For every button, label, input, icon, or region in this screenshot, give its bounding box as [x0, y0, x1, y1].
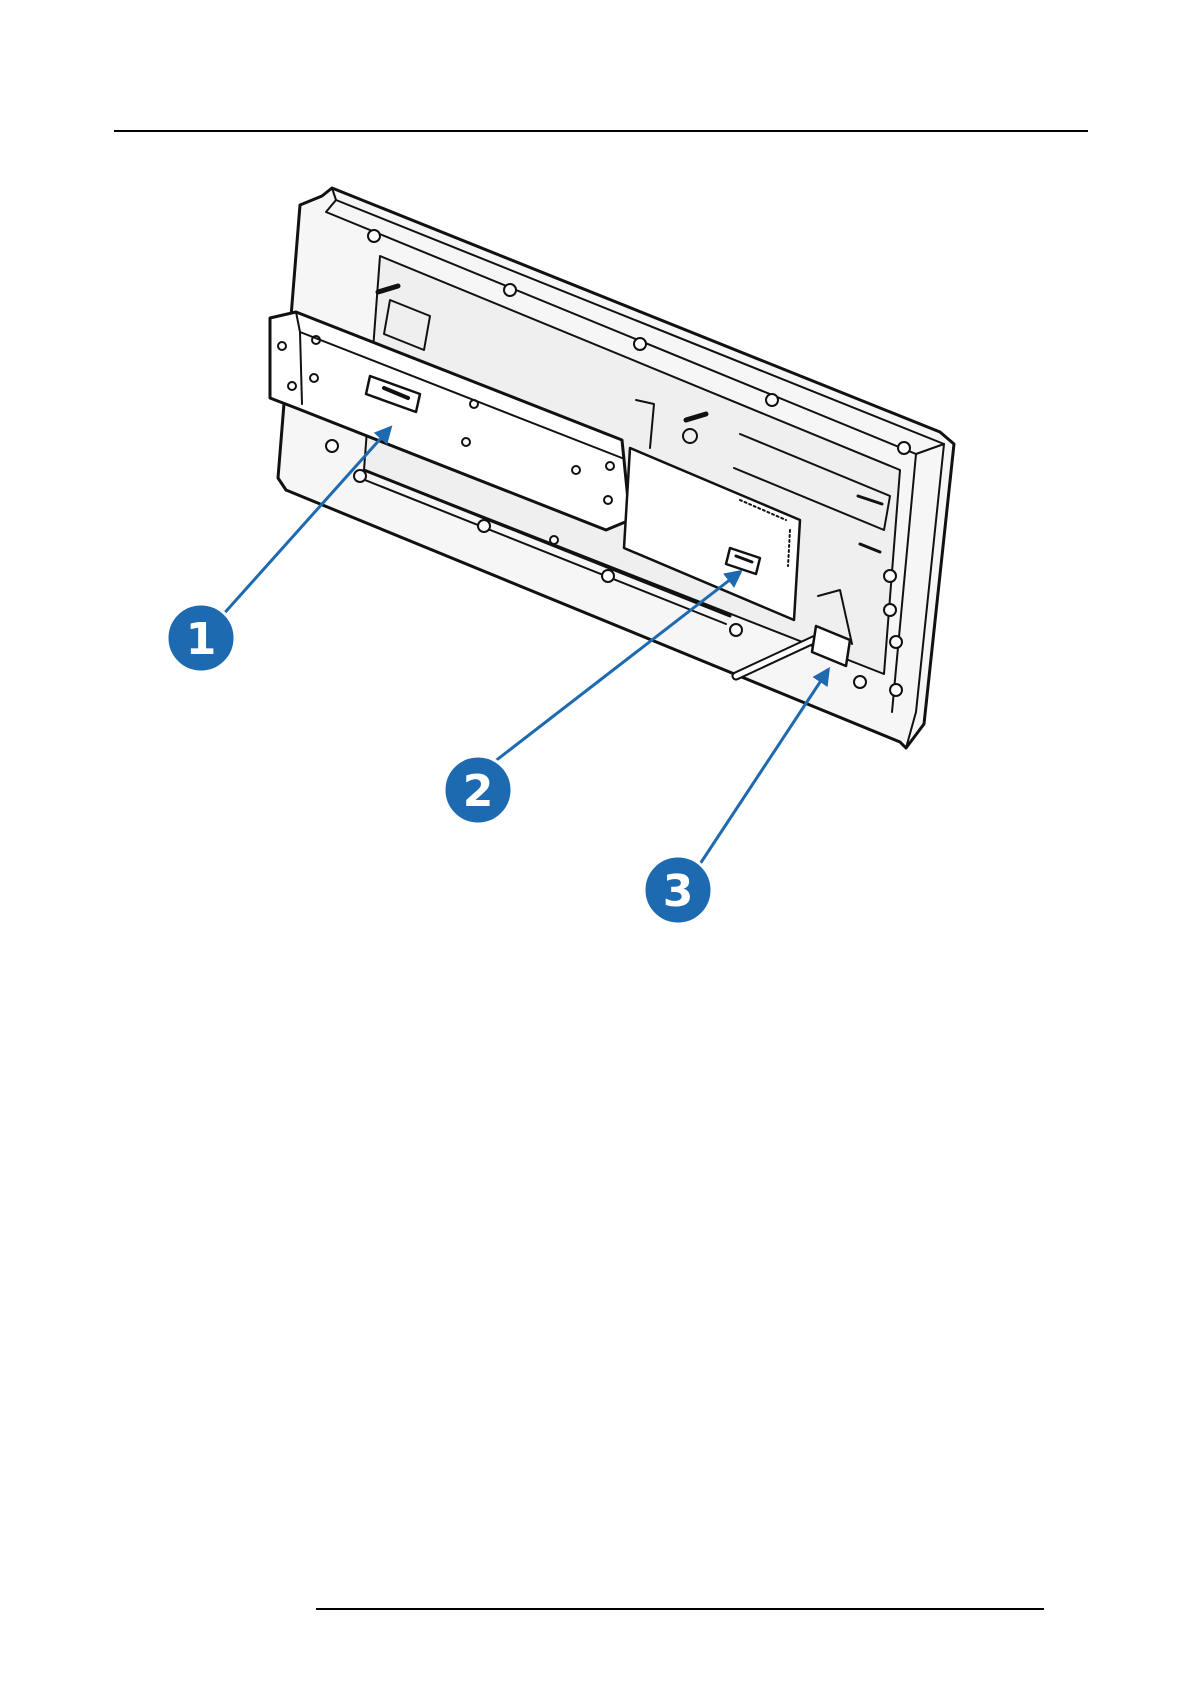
- callout-1: 1: [167, 604, 235, 672]
- footer-rule: [316, 1608, 1044, 1610]
- callout-2: 2: [444, 756, 512, 824]
- callout-1-number: 1: [186, 614, 217, 665]
- callout-3-number: 3: [663, 866, 694, 917]
- arrow-3: [700, 670, 828, 864]
- callout-3: 3: [644, 856, 712, 924]
- rear-panel-illustration: 1 2 3: [0, 0, 1190, 1000]
- callout-2-number: 2: [463, 766, 494, 817]
